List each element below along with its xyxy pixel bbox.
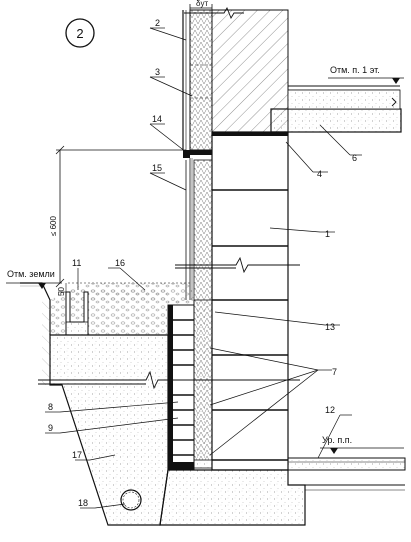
- callout-1: 1: [325, 229, 330, 239]
- callout-16: 16: [115, 258, 125, 268]
- callouts: 2 3 14 15 4 6 1 11 16 13 7 12 8 9 17 18: [48, 18, 357, 508]
- floor-level-mark: Отм. п. 1 эт.: [328, 65, 404, 84]
- callout-8: 8: [48, 402, 53, 412]
- height-limit-label: ≤ 600: [49, 215, 58, 236]
- callout-9: 9: [48, 423, 53, 433]
- callout-3: 3: [155, 67, 160, 77]
- upper-insulation: [182, 9, 213, 151]
- callout-11: 11: [72, 258, 81, 268]
- thickness-dimension: [189, 4, 213, 12]
- callout-12: 12: [325, 405, 335, 415]
- callout-17: 17: [72, 450, 82, 460]
- floor-level-text: Отм. п. 1 эт.: [330, 65, 380, 75]
- drainage-pipe: [120, 489, 142, 511]
- finish-floor-text: Ур. п.п.: [322, 435, 352, 445]
- offset-dimension: [58, 283, 70, 295]
- callout-13: 13: [325, 322, 335, 332]
- foundation-footing: [49, 334, 405, 526]
- leader-lines: [45, 27, 362, 509]
- floor-slab: [270, 78, 402, 133]
- offset-label: 50: [57, 287, 66, 296]
- callout-14: 14: [152, 114, 162, 124]
- finish-floor-mark: Ур. п.п.: [320, 435, 404, 454]
- basement-block-wall: [211, 131, 289, 471]
- ground-level-mark: Отм. земли: [6, 269, 62, 289]
- callout-2: 2: [155, 18, 160, 28]
- basement-floor: [287, 457, 406, 471]
- detail-number-badge: 2: [65, 18, 95, 48]
- detail-number: 2: [76, 26, 83, 41]
- ground-level-text: Отм. земли: [7, 269, 55, 279]
- thickness-label: δут: [196, 0, 208, 8]
- protection-board-stack: [167, 304, 195, 471]
- soil-hatch-left: [42, 300, 50, 385]
- callout-18: 18: [78, 498, 88, 508]
- plinth-fill: [193, 299, 213, 469]
- callout-15: 15: [152, 163, 162, 173]
- drip-flashing: [183, 150, 214, 158]
- callout-7: 7: [332, 367, 337, 377]
- break-lines: [38, 6, 397, 390]
- callout-4: 4: [317, 169, 322, 179]
- callout-6: 6: [352, 153, 357, 163]
